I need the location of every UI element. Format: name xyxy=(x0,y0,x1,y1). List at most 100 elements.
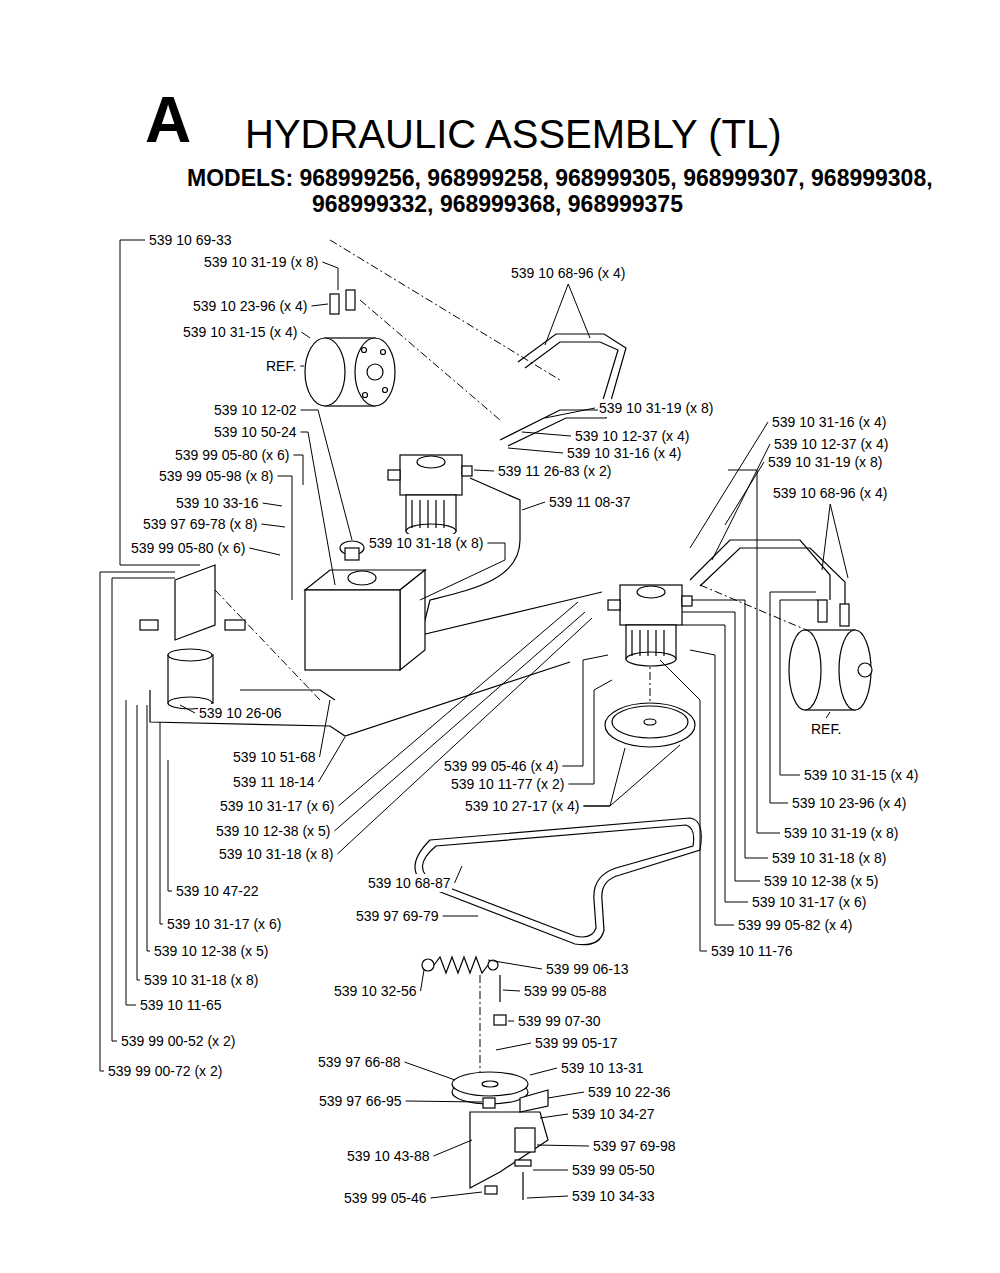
part-number: 539 99 00-72 (x 2) xyxy=(107,1062,223,1080)
leader-line xyxy=(822,504,830,570)
leader-line xyxy=(337,618,592,854)
leader-line xyxy=(320,700,330,757)
leader-line xyxy=(568,284,590,338)
leader-line xyxy=(725,462,764,525)
leader-line xyxy=(263,503,282,506)
part-number: 539 97 66-95 xyxy=(318,1092,403,1110)
leader-line xyxy=(137,705,140,980)
part-number: 539 10 11-65 xyxy=(139,996,222,1014)
part-number: 539 10 69-33 xyxy=(148,231,233,249)
part-number: 539 10 31-18 (x 8) xyxy=(218,845,334,863)
leader-line xyxy=(540,1114,568,1118)
leader-line xyxy=(826,712,830,718)
part-number: 539 10 31-17 (x 6) xyxy=(751,893,867,911)
leader-line xyxy=(405,1062,455,1080)
leader-line xyxy=(249,548,280,555)
leader-line xyxy=(300,366,304,367)
leader-line xyxy=(406,1101,482,1102)
part-number: 539 10 43-88 xyxy=(346,1147,431,1165)
leader-line xyxy=(548,1092,584,1098)
part-number: 539 99 05-82 (x 4) xyxy=(737,916,853,934)
part-number: 539 99 05-98 (x 8) xyxy=(158,467,274,485)
leader-line xyxy=(780,600,818,775)
leader-line xyxy=(508,448,563,453)
model-list: MODELS: 968999256, 968999258, 968999305,… xyxy=(187,165,972,217)
part-number: 539 97 69-98 xyxy=(592,1137,677,1155)
leader-line xyxy=(545,284,568,345)
leader-line xyxy=(322,262,338,290)
leader-line xyxy=(690,650,734,925)
part-number: 539 10 23-96 (x 4) xyxy=(192,297,308,315)
part-number: 539 10 31-16 (x 4) xyxy=(771,413,887,431)
part-number: 539 10 34-27 xyxy=(571,1105,656,1123)
part-number: 539 10 12-37 (x 4) xyxy=(773,435,889,453)
leader-line xyxy=(443,916,478,917)
part-number: REF. xyxy=(810,720,842,738)
part-number: 539 11 08-37 xyxy=(548,493,631,511)
part-number: 539 10 50-24 xyxy=(213,423,298,441)
part-number: 539 10 12-38 (x 5) xyxy=(763,872,879,890)
part-number: 539 10 31-15 (x 4) xyxy=(803,766,919,784)
part-number: 539 97 69-78 (x 8) xyxy=(142,515,258,533)
part-number: 539 99 00-52 (x 2) xyxy=(120,1032,236,1050)
part-number: 539 10 68-96 (x 4) xyxy=(510,264,626,282)
diagram-title: HYDRAULIC ASSEMBLY (TL) xyxy=(245,112,781,156)
part-number: 539 10 31-18 (x 8) xyxy=(771,849,887,867)
part-number: 539 97 66-88 xyxy=(317,1053,402,1071)
section-letter: A xyxy=(145,88,191,152)
leader-line xyxy=(508,1021,514,1022)
part-number: 539 99 05-46 (x 4) xyxy=(443,757,559,775)
leader-line xyxy=(293,455,303,485)
part-number: 539 99 05-50 xyxy=(571,1161,656,1179)
leader-line xyxy=(692,600,768,858)
part-number: 539 99 05-17 xyxy=(534,1034,619,1052)
leader-line xyxy=(338,602,578,806)
part-number: 539 10 26-06 xyxy=(198,704,283,722)
part-number: 539 11 26-83 (x 2) xyxy=(497,462,612,480)
leader-line xyxy=(301,432,335,585)
leader-line xyxy=(583,745,680,806)
part-number: 539 10 31-19 (x 8) xyxy=(203,253,319,271)
leader-line xyxy=(318,737,345,782)
leader-line xyxy=(126,700,136,1005)
leader-line xyxy=(690,422,768,548)
leader-line xyxy=(682,612,760,881)
part-number: 539 10 68-96 (x 4) xyxy=(772,484,888,502)
part-number: 539 10 13-31 xyxy=(560,1059,645,1077)
leader-line xyxy=(277,476,292,600)
part-number: 539 10 31-15 (x 4) xyxy=(182,323,298,341)
leader-line xyxy=(530,1068,557,1075)
part-number: 539 99 07-30 xyxy=(517,1012,602,1030)
part-number: 539 10 27-17 (x 4) xyxy=(464,797,580,815)
part-number: 539 10 31-19 (x 8) xyxy=(767,453,883,471)
leader-line xyxy=(503,990,520,991)
part-number: 539 10 31-16 (x 4) xyxy=(566,444,682,462)
part-number: 539 10 12-38 (x 5) xyxy=(215,822,331,840)
part-number: 539 10 11-76 xyxy=(710,942,793,960)
leader-line xyxy=(474,470,494,471)
leader-line xyxy=(830,504,848,578)
part-number: 539 10 31-18 (x 8) xyxy=(368,534,484,552)
part-number: 539 99 06-13 xyxy=(545,960,630,978)
leader-line xyxy=(583,748,625,806)
leader-line xyxy=(527,1196,568,1198)
part-number: 539 10 33-16 xyxy=(175,494,260,512)
leader-line xyxy=(334,612,585,831)
leader-line xyxy=(160,722,163,924)
leader-line xyxy=(522,432,571,436)
leader-line xyxy=(431,1192,482,1198)
part-number: 539 97 69-79 xyxy=(355,907,440,925)
leader-line xyxy=(311,304,328,306)
leader-line xyxy=(147,705,150,951)
part-number: 539 99 05-80 (x 6) xyxy=(174,446,290,464)
part-number: 539 10 31-19 (x 8) xyxy=(783,824,899,842)
part-number: 539 10 47-22 xyxy=(175,882,260,900)
leader-line xyxy=(568,680,612,784)
leader-line xyxy=(728,470,780,833)
part-number: 539 99 05-88 xyxy=(523,982,608,1000)
part-number: 539 10 31-19 (x 8) xyxy=(598,399,714,417)
leader-line xyxy=(488,960,542,969)
part-number: 539 99 05-46 xyxy=(343,1189,428,1207)
part-number: 539 10 11-77 (x 2) xyxy=(450,775,565,793)
